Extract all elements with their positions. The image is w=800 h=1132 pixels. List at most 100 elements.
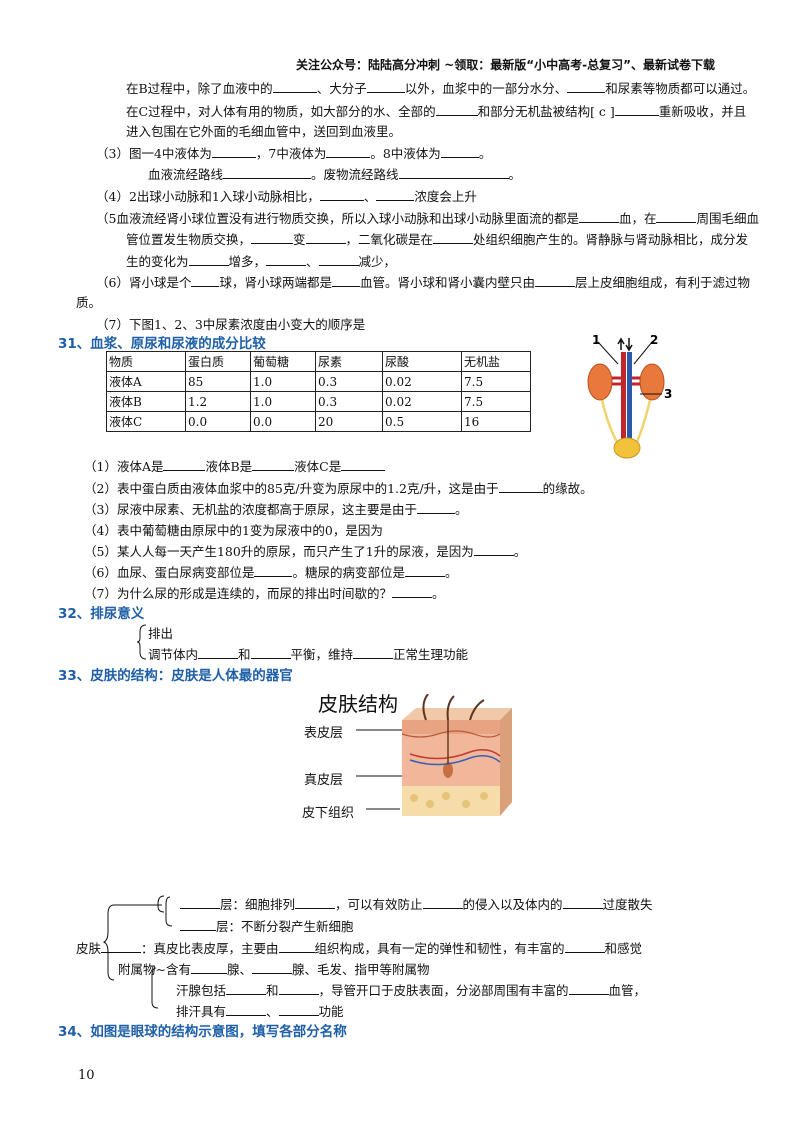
section-title-32: 32、排尿意义 — [58, 606, 145, 622]
epidermis-basal-layer: 层：不断分裂产生新细胞 — [180, 916, 354, 935]
section-title-33: 33、皮肤的结构：皮肤是人体最的器官 — [58, 668, 293, 684]
right-kidney — [639, 363, 665, 401]
text-line: 排出 — [148, 626, 174, 641]
page-number: 10 — [78, 1068, 95, 1083]
blood-vessel — [409, 755, 501, 766]
table-row: 液体C 0.0 0.0 20 0.5 16 — [106, 411, 531, 432]
table-cell: 20 — [315, 411, 383, 432]
question: （5血液流经肾小球位置没有进行物质交换，所以入球小动脉和出球小动脉里面流的都是血… — [96, 211, 759, 226]
table-header: 葡萄糖 — [250, 351, 316, 372]
question: （5）某人人每一天产生180升的原尿，而只产生了1升的尿液，是因为。 — [84, 544, 527, 559]
table-cell: 0.5 — [382, 411, 462, 432]
kidney-label-1: 1 — [592, 334, 600, 347]
comparison-table: 物质 蛋白质 葡萄糖 尿素 尿酸 无机盐 液体A 85 1.0 0.3 0.02… — [106, 351, 531, 432]
question: （3）图一4中液体为，7中液体为。8中液体为。 — [96, 146, 492, 161]
urinary-system-figure: 1 2 3 — [587, 334, 672, 459]
kidney-label-2: 2 — [650, 334, 658, 347]
skin-surface — [402, 708, 512, 720]
fat-cell — [426, 800, 434, 808]
text-line: 管位置发生物质交换，变，二氧化碳是在处组织细胞产生的。肾静脉与肾动脉相比，成分发 — [126, 232, 749, 247]
table-cell: 液体B — [106, 391, 186, 412]
section-title-31: 31、血浆、原尿和尿液的成分比较 — [58, 336, 266, 352]
table-cell: 7.5 — [461, 371, 531, 392]
table-header-row: 物质 蛋白质 葡萄糖 尿素 尿酸 无机盐 — [106, 351, 531, 372]
table-cell: 7.5 — [461, 391, 531, 412]
bladder — [613, 437, 641, 459]
epidermis-layer — [402, 720, 500, 734]
brace-icon — [136, 624, 147, 660]
hair — [446, 695, 455, 721]
skin-label-hypodermis: 皮下组织 — [302, 806, 355, 821]
table-cell: 0.3 — [315, 371, 383, 392]
left-kidney — [587, 363, 613, 401]
skin-side — [500, 708, 512, 816]
skin-figure-title: 皮肤结构 — [318, 692, 398, 716]
fat-cell — [442, 792, 450, 800]
vena-cava — [627, 352, 632, 452]
table-cell: 0.02 — [382, 391, 462, 412]
skin-bracket-lines — [102, 895, 173, 1009]
papillae — [401, 730, 501, 738]
table-cell: 液体C — [106, 411, 186, 432]
table-cell: 0.0 — [250, 411, 316, 432]
question: （6）血尿、蛋白尿病变部位是。糖尿的病变部位是。 — [84, 565, 458, 580]
fat-cell — [480, 792, 488, 800]
hypodermis-layer — [402, 786, 500, 816]
sweat-gland-line: 汗腺包括和，导管开口于皮肤表面，分泌部周围有丰富的血管， — [176, 983, 647, 998]
table-row: 液体A 85 1.0 0.3 0.02 7.5 — [106, 371, 531, 392]
right-ureter — [634, 399, 652, 445]
epidermis-stratum-corneum: 层：细胞排列，可以有效防止的侵入以及体内的过度散失 — [180, 894, 653, 913]
question: （2）表中蛋白质由液体血浆中的85克/升变为原尿中的1.2克/升，这是由于的缘故… — [84, 481, 593, 496]
question: （4）2出球小动脉和1入球小动脉相比，、浓度会上升 — [96, 189, 477, 204]
skin-label-epidermis: 表皮层 — [304, 726, 344, 741]
text-line: 生的变化为增多，、减少， — [126, 254, 397, 269]
table-header: 蛋白质 — [185, 351, 251, 372]
fat-cell — [410, 794, 418, 802]
dermis-layer — [402, 734, 500, 786]
question: （7）为什么尿的形成是连续的，而尿的排出时间歇的？。 — [84, 586, 445, 601]
question: （3）尿液中尿素、无机盐的浓度都高于原尿，这主要是由于。 — [84, 502, 468, 517]
question: （1）液体A是液体B是液体C是 — [84, 456, 386, 475]
text-line: 血液流经路线。废物流经路线。 — [148, 167, 522, 182]
text-line: 在B过程中，除了血液中的、大分子以外，血浆中的一部分水分、和尿素等物质都可以通过… — [126, 81, 756, 96]
text-line: 调节体内和平衡，维持正常生理功能 — [148, 647, 469, 662]
skin-label-dermis: 真皮层 — [304, 773, 344, 788]
blood-vessel — [409, 749, 501, 760]
question: （6）肾小球是个球，肾小球两端都是血管。肾小球和肾小囊内壁只由层上皮细胞组成，有… — [96, 275, 751, 290]
table-cell: 0.02 — [382, 371, 462, 392]
table-cell: 1.2 — [185, 391, 251, 412]
skin-structure-figure — [356, 694, 512, 816]
table-cell: 1.0 — [250, 391, 316, 412]
table-cell: 16 — [461, 411, 531, 432]
sweat-function-line: 排汗具有、功能 — [176, 1004, 344, 1019]
leader-line — [597, 341, 619, 365]
page-header: 关注公众号：陆陆高分冲刺 ~领取：最新版“小中高考-总复习”、最新试卷下载 — [296, 58, 715, 72]
question: （4）表中葡萄糖由原尿中的1变为尿液中的0，是因为 — [84, 523, 383, 538]
left-ureter — [600, 399, 620, 445]
appendages-line: 附属物∼含有腺、腺、毛发、指甲等附属物 — [118, 962, 430, 977]
table-header: 尿酸 — [382, 351, 462, 372]
table-cell: 0.3 — [315, 391, 383, 412]
table-header: 尿素 — [315, 351, 383, 372]
arrow-up-icon — [617, 337, 625, 350]
table-header: 物质 — [106, 351, 186, 372]
aorta — [621, 352, 626, 452]
table-cell: 0.0 — [185, 411, 251, 432]
leader-line — [633, 341, 653, 365]
question: （7）下图1、2、3中尿素浓度由小变大的顺序是 — [96, 317, 366, 332]
table-cell: 1.0 — [250, 371, 316, 392]
text-line: 进入包围在它外面的毛细血管中，送回到血液里。 — [126, 124, 402, 139]
hair — [422, 694, 429, 721]
text-line: 质。 — [76, 295, 102, 310]
section-title-34: 34、如图是眼球的结构示意图，填写各部分名称 — [58, 1024, 347, 1040]
fat-cell — [462, 800, 470, 808]
text-line: 在C过程中，对人体有用的物质，如大部分的水、全部的和部分无机盐被结构[ c ]重… — [126, 104, 747, 119]
table-cell: 85 — [185, 371, 251, 392]
arrow-down-icon — [625, 338, 633, 352]
renal-vessels — [612, 376, 640, 386]
hair — [469, 699, 485, 721]
skin-dermis-line: 皮肤：真皮比表皮厚，主要由组织构成，具有一定的弹性和韧性，有丰富的和感觉 — [76, 941, 643, 956]
table-row: 液体B 1.2 1.0 0.3 0.02 7.5 — [106, 391, 531, 412]
table-cell: 液体A — [106, 371, 186, 392]
kidney-label-3: 3 — [664, 387, 672, 401]
